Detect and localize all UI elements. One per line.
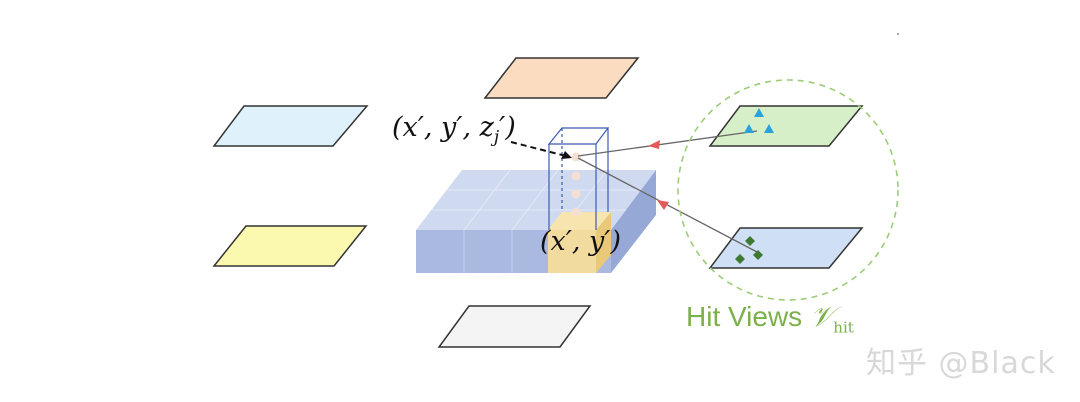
- sample-point: [571, 207, 581, 217]
- projection-line-green: [577, 130, 758, 157]
- diamond-icon: [735, 254, 745, 264]
- triangle-icon: [764, 124, 774, 133]
- speck: [897, 33, 899, 35]
- highlight-cell-side: [596, 212, 611, 273]
- point-3d-label: (x′, y′, zj′): [392, 112, 516, 148]
- view-plane-hit-blue: [708, 227, 864, 269]
- pillar-wireframe: [547, 127, 610, 230]
- sample-point: [571, 189, 581, 199]
- sample-point: [571, 152, 581, 162]
- view-plane-hit-green: [708, 105, 864, 147]
- projection-line-blue: [577, 157, 758, 253]
- pillar-sample-points: [571, 152, 581, 217]
- highlight-cell-front: [548, 230, 596, 273]
- view-plane-left-yellow: [212, 225, 368, 267]
- view-plane-bottom-white: [437, 305, 592, 348]
- sample-point: [571, 171, 581, 181]
- triangle-icon: [744, 124, 754, 133]
- watermark: 知乎 @Black: [866, 346, 1056, 381]
- triangle-icon: [754, 108, 764, 117]
- diamond-icon: [753, 250, 763, 260]
- label-pointer-arrow: [510, 141, 572, 159]
- view-plane-top-orange: [483, 57, 640, 99]
- hit-views-circle: [677, 79, 899, 301]
- highlight-cell-top: [548, 212, 611, 230]
- voxel-grid-side: [611, 170, 656, 273]
- hit-views-label: Hit Views 𝒱hit: [686, 300, 854, 337]
- diamond-icon: [745, 236, 755, 246]
- triangle-markers: [744, 108, 774, 133]
- diamond-markers: [735, 236, 763, 264]
- point-2d-label: (x′, y′): [540, 226, 621, 257]
- view-plane-topleft-blue: [212, 105, 369, 147]
- voxel-grid: [416, 169, 656, 273]
